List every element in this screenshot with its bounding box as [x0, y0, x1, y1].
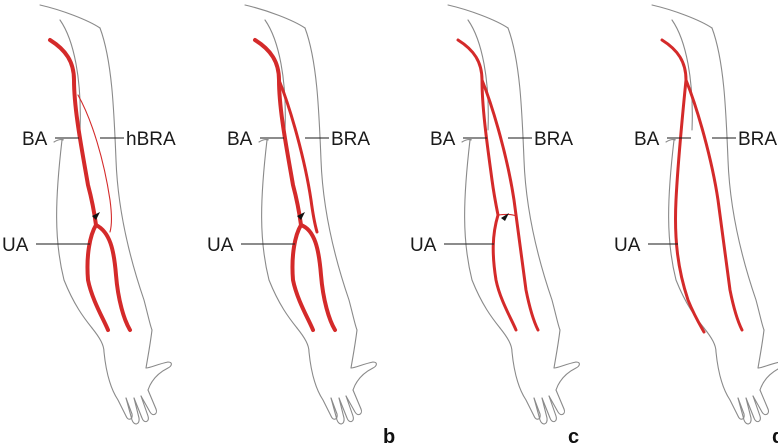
brachial-artery [458, 40, 498, 215]
label-ba: BA [22, 129, 48, 150]
panel-letter: d [772, 426, 778, 446]
ulnar-artery [493, 215, 516, 330]
arm-outline [245, 5, 376, 424]
arm-outline [448, 5, 579, 424]
panel-a: BA hBRA UA [2, 5, 176, 424]
arm-outline [40, 5, 171, 424]
label-ua: UA [2, 235, 29, 256]
label-ua: UA [614, 235, 641, 256]
panel-letter: b [383, 426, 395, 446]
panel-d: BA BRA UA d [614, 5, 778, 446]
ulnar-artery [292, 225, 313, 330]
arm-outline [652, 5, 778, 424]
brachioradial-artery [686, 80, 742, 330]
ulnar-artery [87, 225, 108, 330]
label-ba: BA [227, 129, 253, 150]
brachial-artery [662, 40, 704, 332]
label-ua: UA [410, 235, 437, 256]
panel-letter: c [568, 426, 579, 446]
label-hbra: hBRA [126, 129, 176, 150]
label-ba: BA [430, 129, 456, 150]
label-bra: BRA [534, 129, 573, 150]
label-bra: BRA [331, 129, 370, 150]
panel-b: BA BRA UA b [207, 5, 395, 446]
label-ua: UA [207, 235, 234, 256]
label-bra: BRA [738, 129, 777, 150]
panel-c: BA BRA UA c [410, 5, 579, 446]
label-ba: BA [634, 129, 660, 150]
brachioradial-artery [482, 80, 538, 330]
